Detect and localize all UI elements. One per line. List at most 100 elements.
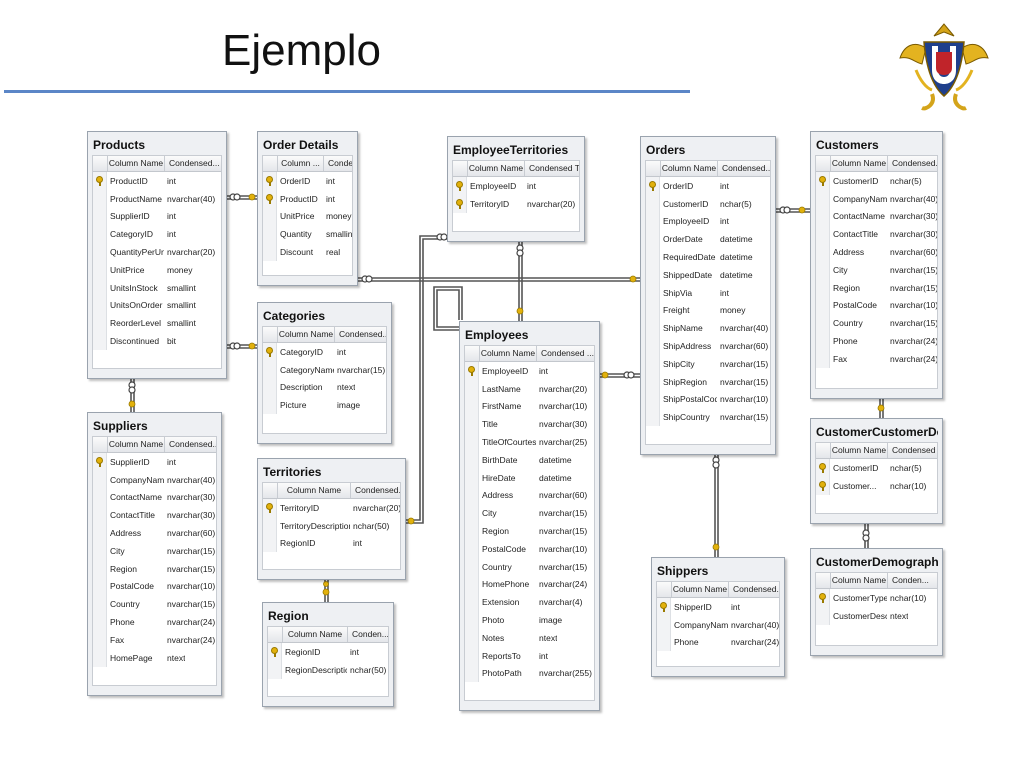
table-customer-customer-demo[interactable]: CustomerCustomerDemoColumn NameCondensed… <box>810 418 943 524</box>
column-row[interactable]: Customer...nchar(10) <box>816 476 937 495</box>
column-row[interactable]: RegionDescriptionnchar(50) <box>268 660 388 679</box>
column-row[interactable]: CustomerTypeIDnchar(10) <box>816 589 937 607</box>
column-row[interactable]: ShipPostalCodenvarchar(10) <box>646 390 770 409</box>
table-customer-demographics[interactable]: CustomerDemographicsColumn NameConden...… <box>810 548 943 656</box>
